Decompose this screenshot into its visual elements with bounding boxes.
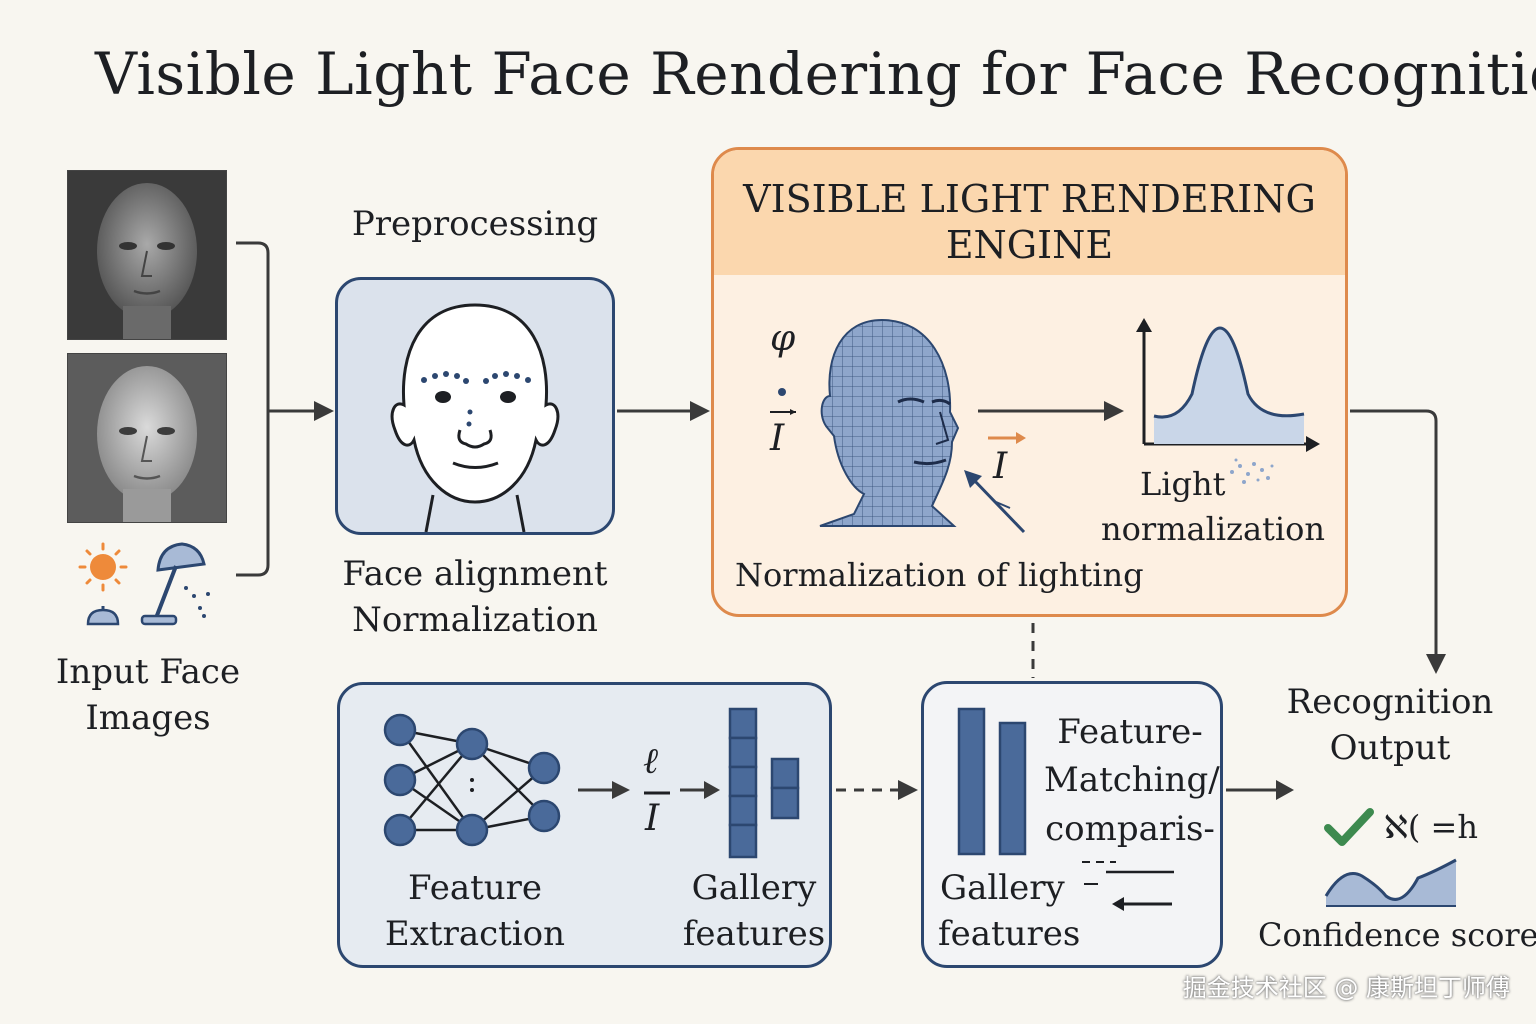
input-face-photo-dark xyxy=(67,170,227,340)
engine-title: VISIBLE LIGHT RENDERING ENGINE xyxy=(714,176,1345,269)
light-normalization-label: Light normalization xyxy=(1100,462,1326,552)
scatter-dots-mark xyxy=(1230,458,1274,484)
watermark-text: 掘金技术社区 @ 康斯坦丁师傅 xyxy=(1182,974,1510,1002)
preprocessing-heading: Preprocessing xyxy=(351,204,599,244)
feature-label-line1: Feature xyxy=(407,868,543,908)
input-face-images-label: Input Face Images xyxy=(30,650,266,742)
preprocessing-caption: Face alignment Normalization xyxy=(315,552,635,644)
symbol-phi: φ xyxy=(770,318,796,359)
lamp-icon xyxy=(140,542,210,626)
light-label-line1: Light xyxy=(1140,465,1226,503)
symbol-I-rendered: I xyxy=(993,446,1008,487)
feature-symbol-top: ℓ xyxy=(643,741,658,782)
engine-header xyxy=(714,150,1345,275)
feature-symbol-I: I xyxy=(645,798,660,839)
prep-caption-line1: Face alignment xyxy=(342,554,608,594)
input-bracket xyxy=(236,241,270,577)
fraction-bar-mark xyxy=(644,791,670,795)
connector-engine-to-output xyxy=(1350,409,1438,656)
compare-arrows-icon xyxy=(1082,861,1174,911)
output-formula: ℵ( =h xyxy=(1384,808,1478,846)
input-label-line1: Input Face xyxy=(55,652,241,692)
feature-matching-label: Feature- Matching/ comparis- xyxy=(1044,708,1220,853)
light-distribution-chart xyxy=(1136,318,1320,452)
input-label-line2: Images xyxy=(85,697,211,738)
output-label-line2: Output xyxy=(1329,727,1451,768)
preprocessing-box xyxy=(335,277,615,535)
light-label-line2: normalization xyxy=(1101,509,1325,548)
symbol-I: I xyxy=(770,418,785,459)
matching-gallery-line1: Gallery xyxy=(940,868,1065,908)
3d-mesh-head-icon xyxy=(819,318,960,527)
feature-gallery-label: Gallery features xyxy=(676,866,832,958)
input-face-photo-light xyxy=(67,353,227,523)
sun-icon xyxy=(78,542,128,626)
diagram-title: Visible Light Face Rendering for Face Re… xyxy=(95,40,1536,108)
feature-gallery-line1: Gallery xyxy=(691,868,817,908)
matching-gallery-label: Gallery features xyxy=(924,866,1081,958)
neural-network-icon xyxy=(383,713,561,847)
confidence-score-label: Confidence score xyxy=(1258,916,1536,954)
feature-label-line2: Extraction xyxy=(384,913,566,954)
confidence-wave-icon xyxy=(1324,858,1457,907)
matching-line1: Feature- xyxy=(1057,712,1203,752)
feature-vector-icon xyxy=(728,707,800,859)
checkmark-icon xyxy=(1324,808,1374,846)
feature-gallery-line2: features xyxy=(682,913,826,954)
matching-line2: Matching/ xyxy=(1044,760,1220,801)
feature-extraction-label: Feature Extraction xyxy=(375,866,575,958)
engine-title-line2: ENGINE xyxy=(945,223,1114,268)
matching-gallery-line2: features xyxy=(938,913,1081,954)
prep-caption-line2: Normalization xyxy=(352,599,598,640)
light-direction-arrow xyxy=(964,470,1026,534)
recognition-output-label: Recognition Output xyxy=(1280,680,1500,772)
engine-title-line1: VISIBLE LIGHT RENDERING xyxy=(743,177,1316,221)
gallery-bars-icon xyxy=(957,707,1027,856)
engine-caption: Normalization of lighting xyxy=(735,556,1144,594)
matching-line3: comparis- xyxy=(1045,808,1215,849)
face-outline-icon xyxy=(390,303,560,533)
dot-arrow-mark xyxy=(770,388,796,415)
orange-vector-mark xyxy=(988,432,1026,444)
output-label-line1: Recognition xyxy=(1286,682,1494,722)
